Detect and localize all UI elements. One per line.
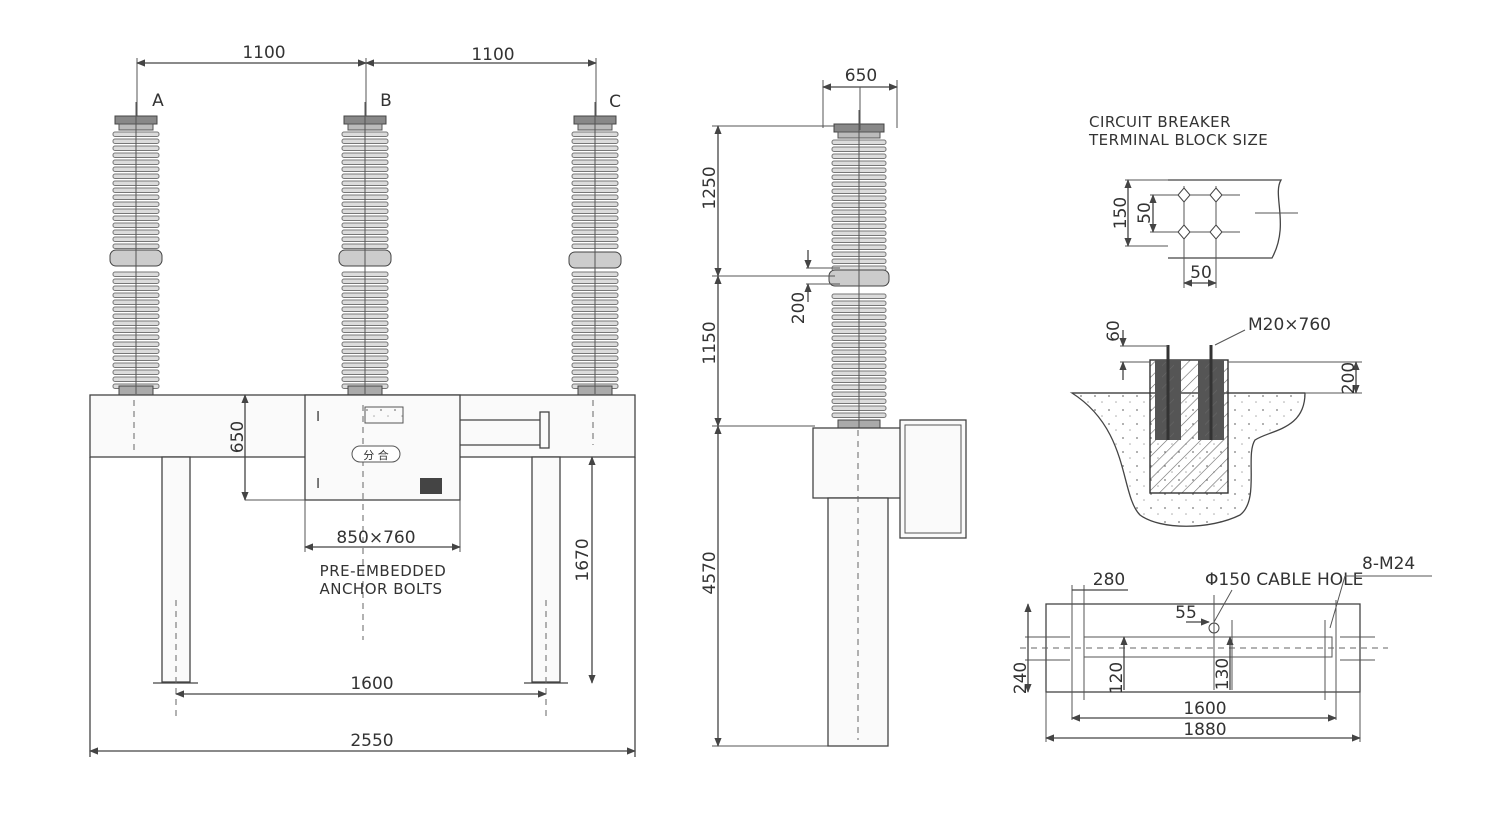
dim-overall-width: 2550: [350, 731, 393, 751]
insulator-pole-b: [338, 102, 392, 397]
operating-mechanism-box: 分 合 I I: [316, 406, 442, 494]
terminal-title-line1: CIRCUIT BREAKER: [1089, 113, 1231, 131]
terminal-block-detail: CIRCUIT BREAKER TERMINAL BLOCK SIZE 150 …: [1088, 113, 1298, 288]
base-opening-dimension: 850×760: [304, 500, 461, 552]
mechanism-badge-text: 分 合: [363, 448, 389, 462]
anchor-note-line2: ANCHOR BOLTS: [319, 580, 442, 598]
dim-hole-spacing-vertical: 50: [1135, 202, 1155, 224]
terminal-title-line2: TERMINAL BLOCK SIZE: [1088, 131, 1268, 149]
dim-terminal-height: 150: [1111, 197, 1131, 229]
dim-side-support-height: 4570: [700, 551, 720, 594]
dim-upper-height: 1250: [700, 166, 720, 209]
panel-mark-left: I: [316, 410, 320, 425]
dim-edge-offset: 280: [1093, 570, 1125, 590]
bolt-spec-label: 8-M24: [1362, 554, 1415, 574]
side-view: 650 1250 1150 4570 200: [700, 66, 967, 747]
dim-bolt-projection: 60: [1104, 320, 1124, 342]
dim-mechanism-height: 650: [228, 421, 248, 453]
phase-label-c: C: [609, 92, 621, 112]
overall-width-dimension: 2550: [89, 731, 636, 755]
dim-center-slot: 130: [1213, 658, 1233, 690]
dim-base-opening: 850×760: [336, 528, 415, 548]
front-view: 1100 1100 A B C: [89, 43, 636, 757]
dim-left-slot: 120: [1107, 662, 1127, 694]
dim-leg-spacing: 1600: [350, 674, 393, 694]
anchor-note-line1: PRE-EMBEDDED: [320, 562, 447, 580]
dim-top-width: 650: [845, 66, 877, 86]
support-height-dimension: 1670: [573, 456, 596, 684]
terminal-holes: [1177, 187, 1223, 240]
cable-hole-label: Φ150 CABLE HOLE: [1205, 570, 1363, 590]
foundation-section-detail: M20×760 60 200: [1069, 315, 1362, 527]
dim-flange-height: 200: [789, 292, 809, 324]
dim-embed-depth: 200: [1339, 362, 1359, 394]
side-support-structure: [812, 419, 967, 747]
dim-bolt-spacing: 1600: [1183, 699, 1226, 719]
dim-pole-spacing-ab: 1100: [242, 43, 285, 63]
dim-pole-spacing-bc: 1100: [471, 45, 514, 65]
bolt-label: M20×760: [1248, 315, 1331, 335]
plan-view-detail: 280 Φ150 CABLE HOLE 8-M24 55 240 120 130…: [1011, 554, 1432, 742]
top-width-dimension: 650: [822, 66, 898, 130]
mechanism-height-dimension: 650: [228, 394, 249, 501]
dim-lower-height: 1150: [700, 321, 720, 364]
dim-overall-length: 1880: [1183, 720, 1226, 740]
dim-plan-width: 240: [1011, 662, 1031, 694]
height-dimension-chain: 1250 1150 4570: [700, 125, 835, 747]
dim-hole-offset: 55: [1175, 603, 1197, 623]
dim-support-height: 1670: [573, 538, 593, 581]
panel-mark-right: I: [316, 477, 320, 492]
insulator-pole-a: [109, 102, 163, 397]
phase-label-b: B: [380, 91, 392, 111]
flange-height-dimension: 200: [789, 250, 840, 324]
leg-spacing-dimension: 1600: [175, 674, 547, 698]
phase-label-a: A: [152, 91, 164, 111]
pole-spacing-dimension: 1100 1100: [136, 43, 597, 120]
insulator-pole-side: [828, 110, 890, 431]
insulator-pole-c: [568, 102, 622, 397]
dim-hole-spacing-horizontal: 50: [1190, 263, 1212, 283]
